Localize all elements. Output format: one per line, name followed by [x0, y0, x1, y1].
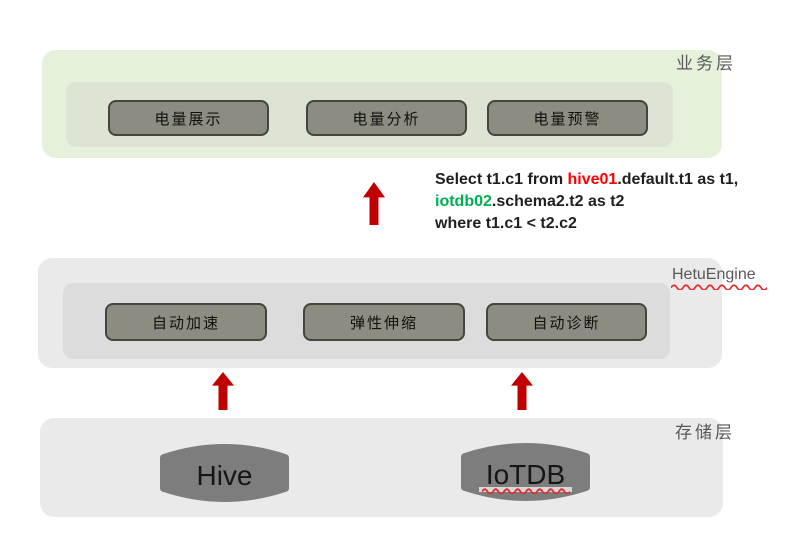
sql-line-2: iotdb02.schema2.t2 as t2 [435, 191, 791, 213]
storage-barrel-shape [461, 443, 590, 501]
power-display-node: 电量展示 [108, 100, 269, 136]
elastic-scaling-node: 弹性伸缩 [303, 303, 465, 341]
sql-text: .schema2.t2 as t2 [491, 193, 625, 210]
sql-text: .default.t1 as t1, [617, 171, 739, 188]
sql-iotdb-catalog: iotdb02 [435, 193, 492, 210]
auto-diagnosis-node: 自动诊断 [486, 303, 647, 341]
sql-hive-catalog: hive01 [567, 171, 618, 188]
hive-cylinder: Hive [157, 443, 292, 504]
up-arrow-icon [212, 372, 234, 410]
storage-layer-label: 存储层 [675, 423, 735, 442]
spellcheck-squiggle-icon [482, 488, 570, 494]
hive-label: Hive [196, 459, 253, 491]
power-analysis-node: 电量分析 [306, 100, 467, 136]
sql-line-1: Select t1.c1 from hive01.default.t1 as t… [435, 169, 791, 191]
spellcheck-highlight-band [479, 487, 572, 492]
iotdb-cylinder: IoTDB [458, 442, 593, 503]
up-arrow-icon [363, 182, 385, 225]
hetuengine-layer-label: HetuEngine [672, 266, 756, 283]
business-layer-label: 业务层 [676, 54, 736, 73]
iotdb-label: IoTDB [485, 458, 566, 490]
sql-text: Select t1.c1 from [435, 171, 568, 188]
sql-line-3: where t1.c1 < t2.c2 [435, 215, 577, 232]
spellcheck-squiggle-icon [671, 284, 767, 290]
power-warning-node: 电量预警 [487, 100, 648, 136]
storage-layer-panel [40, 418, 723, 517]
storage-barrel-shape [160, 444, 289, 502]
auto-acceleration-node: 自动加速 [105, 303, 267, 341]
up-arrow-icon [511, 372, 533, 410]
sql-annotation: Select t1.c1 from hive01.default.t1 as t… [435, 169, 791, 235]
